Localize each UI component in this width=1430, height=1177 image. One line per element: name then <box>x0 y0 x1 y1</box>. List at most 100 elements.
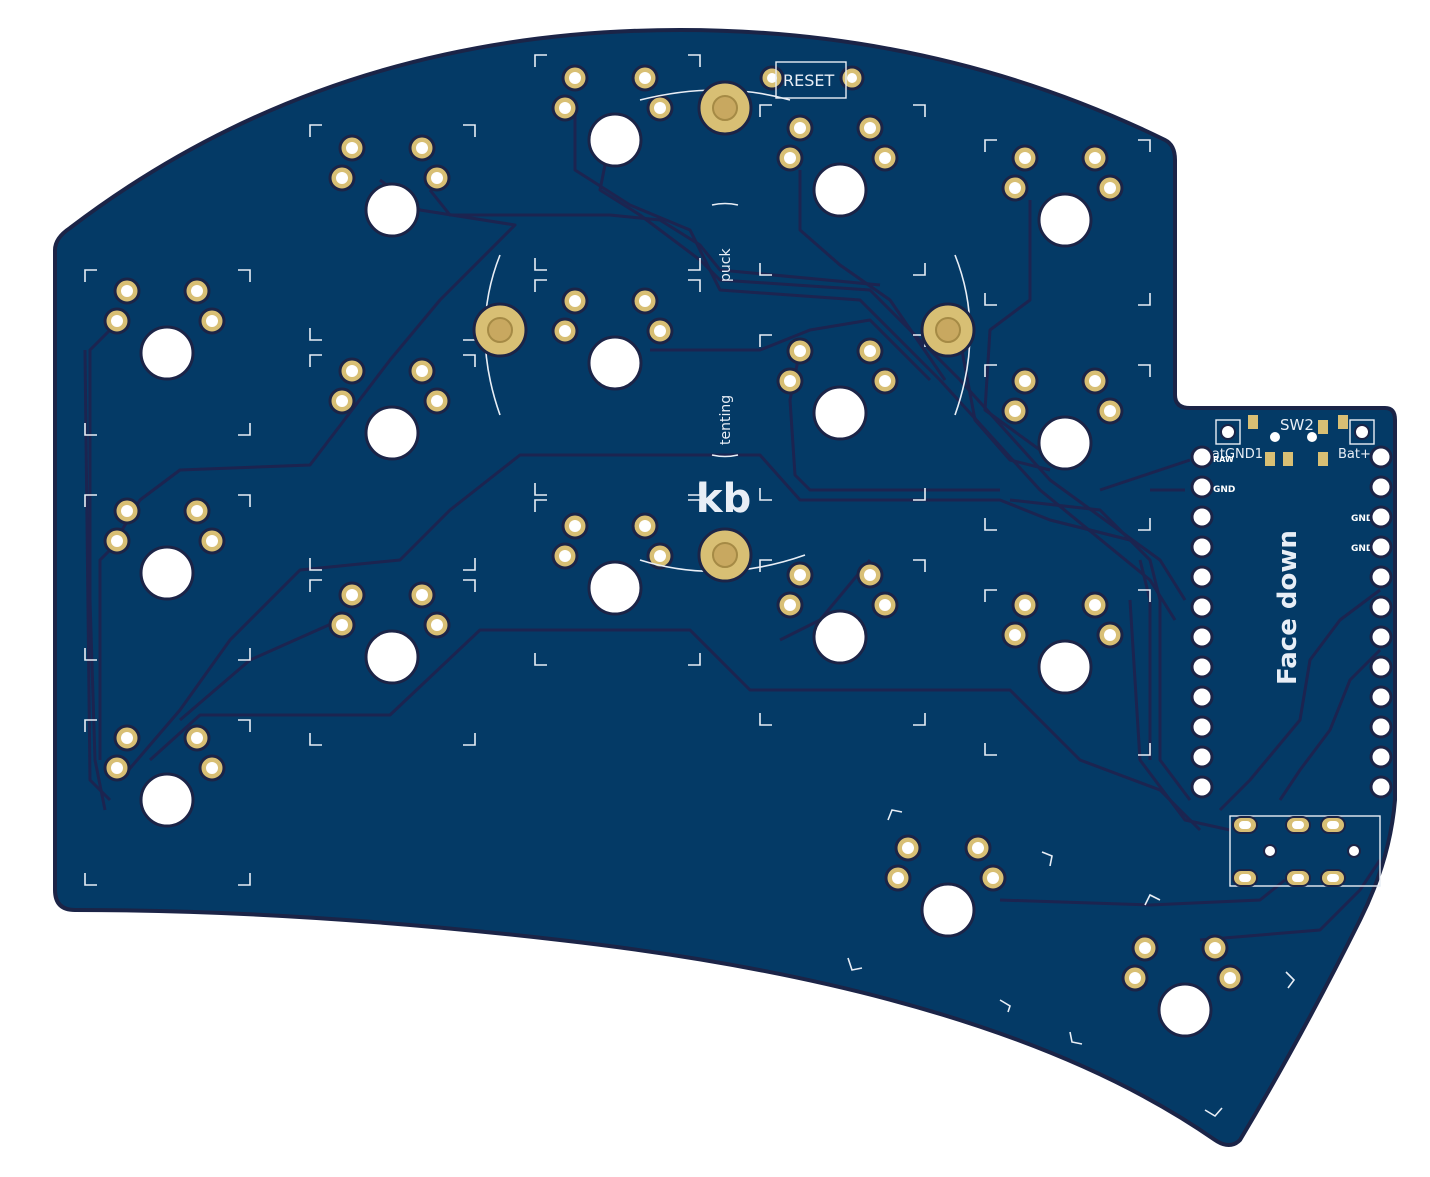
reset-pad-drill <box>847 73 857 83</box>
switch-pad-drill <box>864 569 876 581</box>
mcu-pin <box>1190 535 1214 559</box>
key-switch-icon <box>551 64 674 168</box>
key-switch-icon <box>776 561 899 665</box>
copper-trace <box>428 189 881 287</box>
switch-corner-mark <box>999 999 1011 1013</box>
mcu-pin <box>1369 445 1393 469</box>
switch-pad-drill <box>121 285 133 297</box>
switch-pad-drill <box>346 142 358 154</box>
mcu-pin <box>1369 565 1393 589</box>
pcb-outline <box>53 27 1397 1147</box>
switch-center-hole <box>812 385 868 441</box>
switch-pad-drill <box>559 550 571 562</box>
mcu-pin <box>1369 775 1393 799</box>
mcu-pin <box>1190 565 1214 589</box>
key-switch-icon <box>103 724 226 828</box>
switch-pad-drill <box>1129 972 1141 984</box>
mounting-hole-icon <box>472 302 528 358</box>
mounting-hole-drill <box>935 317 961 343</box>
reset-box <box>775 61 847 99</box>
switch-corner-mark <box>84 269 251 436</box>
switch-pad-drill <box>879 152 891 164</box>
copper-trace <box>148 628 1202 832</box>
mcu-pin <box>1190 445 1214 469</box>
switch-pad-drill <box>639 295 651 307</box>
mcu-pin <box>1190 505 1214 529</box>
switch-corner-mark <box>309 354 476 571</box>
copper-trace <box>1218 588 1381 812</box>
switch-pad-drill <box>431 619 443 631</box>
mcu-pin <box>1369 685 1393 709</box>
key-switch-icon <box>884 834 1007 938</box>
switch-pad-drill <box>1009 405 1021 417</box>
switch-pad-drill <box>111 535 123 547</box>
switch-footprints <box>103 64 1244 1038</box>
switch-pad-drill <box>191 505 203 517</box>
switch-pad-drill <box>1019 152 1031 164</box>
switch-via <box>1270 432 1280 442</box>
copper-trace <box>108 178 517 551</box>
switch-center-hole <box>587 112 643 168</box>
copper-trace <box>983 200 1041 452</box>
switch-pad-drill <box>559 325 571 337</box>
mcu-pin <box>1369 535 1393 559</box>
switch-pad-drill <box>784 375 796 387</box>
switch-corner-mark <box>84 494 251 661</box>
switch-corner-mark <box>534 279 701 496</box>
mounting-holes <box>472 80 976 583</box>
switch-pad-drill <box>1019 599 1031 611</box>
copper-trace <box>1099 458 1191 492</box>
key-switch-icon <box>103 277 226 381</box>
battery-pad-outline <box>1349 419 1375 445</box>
mcu-pin <box>1190 775 1214 799</box>
switch-corner-mark <box>759 104 926 276</box>
switch-pad-drill <box>191 285 203 297</box>
mcu-pin <box>1369 655 1393 679</box>
switch-center-hole <box>812 609 868 665</box>
key-switch-icon <box>1001 367 1124 471</box>
key-switch-icon <box>776 114 899 218</box>
switch-corner-mark <box>887 809 903 821</box>
key-switch-icon <box>551 287 674 391</box>
power-switch-footprint <box>1215 415 1375 466</box>
kb-logo-text: kb <box>696 476 751 522</box>
switch-pad-drill <box>639 72 651 84</box>
connector-pad-drill <box>1292 821 1304 829</box>
mcu-pin <box>1369 505 1393 529</box>
switch-center-hole <box>1037 415 1093 471</box>
copper-trace <box>88 318 122 811</box>
switch-pad-drill <box>191 732 203 744</box>
switch-corner-mark <box>1041 851 1053 867</box>
switch-pad-drill <box>346 365 358 377</box>
mcu-pin <box>1190 625 1214 649</box>
switch-corner-mark <box>847 957 863 971</box>
switch-pad-drill <box>1139 942 1151 954</box>
switch-pad-drill <box>206 535 218 547</box>
key-switch-icon <box>1001 144 1124 248</box>
switch-pad-drill <box>1209 942 1221 954</box>
switch-center-hole <box>587 560 643 616</box>
switch-via <box>1307 432 1317 442</box>
connector-pad-drill <box>1239 821 1251 829</box>
switch-pad-drill <box>794 345 806 357</box>
connector-hole <box>1347 844 1361 858</box>
switch-corner-mark <box>984 139 1151 306</box>
copper-trace <box>650 318 932 382</box>
switch-pad-drill <box>569 295 581 307</box>
puck-label: puck <box>718 248 734 282</box>
switch-corner-mark <box>1144 893 1161 906</box>
mcu-pin <box>1190 475 1214 499</box>
mcu-pin <box>1369 715 1393 739</box>
copper-trace <box>999 878 1286 907</box>
mcu-pin <box>1190 655 1214 679</box>
switch-pad-drill <box>987 872 999 884</box>
copper-trace <box>1128 599 1231 832</box>
key-switch-icon <box>328 581 451 685</box>
key-switch-icon <box>328 357 451 461</box>
key-switch-icon <box>551 512 674 616</box>
gnd-pin-label-right-1: GND <box>1351 514 1373 524</box>
mounting-hole-icon <box>697 527 753 583</box>
connector-pad-drill <box>1292 874 1304 882</box>
switch-corner-mark <box>1285 971 1296 989</box>
